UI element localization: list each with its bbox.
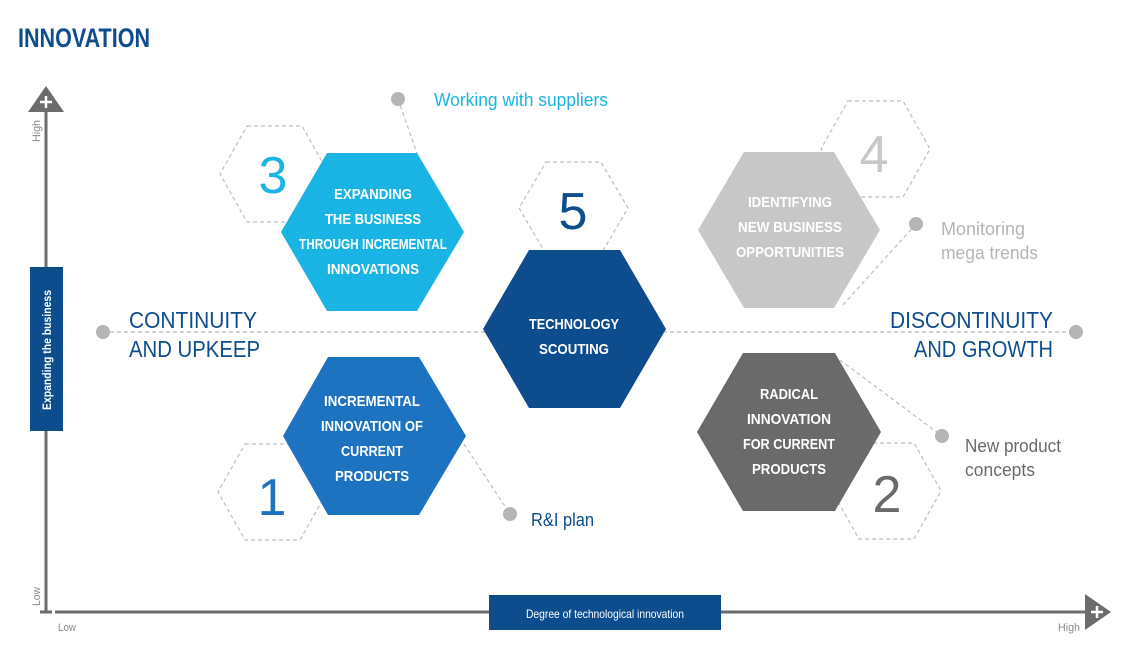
mega-trends-dot xyxy=(909,217,923,231)
rplan-callout: R&I plan xyxy=(531,510,594,530)
mega-trends-callout-line1: Monitoring xyxy=(941,219,1025,239)
x-axis-label-box xyxy=(489,595,721,630)
x-axis-low-label: Low xyxy=(58,622,76,634)
svg-text:INNOVATION OF: INNOVATION OF xyxy=(321,418,423,435)
hexagon-4-label: IDENTIFYING NEW BUSINESS OPPORTUNITIES xyxy=(736,194,844,261)
svg-text:PRODUCTS: PRODUCTS xyxy=(335,468,409,485)
page-title: INNOVATION xyxy=(18,23,150,53)
rplan-leader xyxy=(463,443,511,515)
svg-text:OPPORTUNITIES: OPPORTUNITIES xyxy=(736,244,844,261)
continuum-left-dot xyxy=(96,325,110,339)
badge-outline-1 xyxy=(217,443,328,541)
hexagon-1-label: INCREMENTAL INNOVATION OF CURRENT PRODUC… xyxy=(321,393,423,485)
hexagon-3 xyxy=(281,153,464,311)
suppliers-dot xyxy=(391,92,405,106)
svg-text:IDENTIFYING: IDENTIFYING xyxy=(748,194,832,211)
y-axis-label-box xyxy=(30,267,63,431)
continuity-label-line2: AND UPKEEP xyxy=(129,336,260,362)
npc-dot xyxy=(935,429,949,443)
svg-text:PRODUCTS: PRODUCTS xyxy=(752,461,826,478)
suppliers-callout: Working with suppliers xyxy=(434,90,608,110)
svg-text:THE BUSINESS: THE BUSINESS xyxy=(325,211,421,228)
npc-leader xyxy=(839,359,943,437)
hexagon-5 xyxy=(483,250,666,408)
svg-text:INCREMENTAL: INCREMENTAL xyxy=(324,393,420,410)
hexagon-2-label: RADICAL INNOVATION FOR CURRENT PRODUCTS xyxy=(743,386,835,478)
hexagon-2 xyxy=(697,353,881,511)
y-axis-high-label: High xyxy=(31,120,43,142)
svg-text:NEW BUSINESS: NEW BUSINESS xyxy=(738,219,842,236)
badge-number-1: 1 xyxy=(258,469,287,527)
svg-text:THROUGH INCREMENTAL: THROUGH INCREMENTAL xyxy=(299,236,447,253)
svg-text:SCOUTING: SCOUTING xyxy=(539,341,609,358)
npc-callout-line1: New product xyxy=(965,436,1061,456)
badge-outline-4 xyxy=(820,100,931,198)
svg-text:INNOVATIONS: INNOVATIONS xyxy=(327,261,419,278)
svg-text:EXPANDING: EXPANDING xyxy=(334,186,412,203)
discontinuity-label-line2: AND GROWTH xyxy=(914,336,1053,362)
svg-text:INNOVATION: INNOVATION xyxy=(747,411,831,428)
mega-trends-leader xyxy=(841,223,917,307)
continuity-label-line1: CONTINUITY xyxy=(129,307,257,333)
rplan-dot xyxy=(503,507,517,521)
x-axis-label: Degree of technological innovation xyxy=(526,607,684,621)
hexagon-1 xyxy=(283,357,466,515)
y-axis-label: Expanding the business xyxy=(40,290,54,410)
plus-icon xyxy=(1091,606,1103,618)
svg-text:CURRENT: CURRENT xyxy=(341,443,403,460)
badge-number-5: 5 xyxy=(559,183,588,241)
svg-text:FOR CURRENT: FOR CURRENT xyxy=(743,436,835,453)
x-axis: Low High Degree of technological innovat… xyxy=(55,594,1111,634)
badge-number-2: 2 xyxy=(873,466,902,524)
y-axis-low-label: Low xyxy=(31,587,43,606)
badge-number-3: 3 xyxy=(259,147,288,205)
continuum-right-dot xyxy=(1069,325,1083,339)
hexagon-3-label: EXPANDING THE BUSINESS THROUGH INCREMENT… xyxy=(299,186,447,278)
badge-outline-3 xyxy=(219,125,330,223)
svg-text:TECHNOLOGY: TECHNOLOGY xyxy=(529,316,619,333)
y-axis: High Low Expanding the business xyxy=(28,86,64,614)
suppliers-leader xyxy=(397,98,421,163)
npc-callout-line2: concepts xyxy=(965,460,1035,480)
callout-lines xyxy=(397,98,943,515)
plus-icon xyxy=(40,96,52,108)
badge-number-4: 4 xyxy=(860,126,889,184)
hexagon-4 xyxy=(698,152,880,308)
hexagon-5-label: TECHNOLOGY SCOUTING xyxy=(529,316,619,358)
svg-text:RADICAL: RADICAL xyxy=(760,386,818,403)
mega-trends-callout-line2: mega trends xyxy=(941,243,1038,263)
x-axis-high-label: High xyxy=(1058,622,1080,634)
discontinuity-label-line1: DISCONTINUITY xyxy=(890,307,1053,333)
